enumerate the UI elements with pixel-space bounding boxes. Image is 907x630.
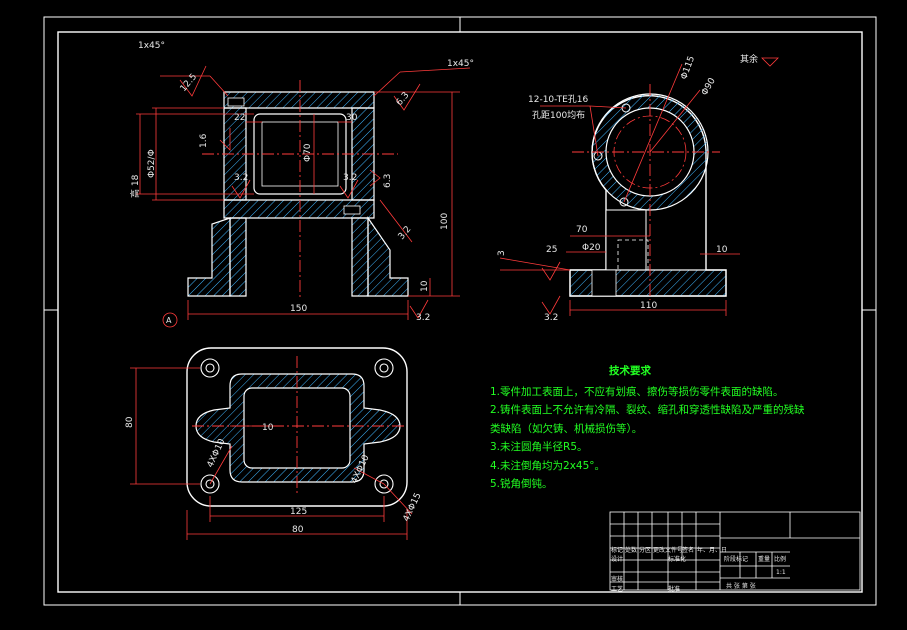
- front-bottom-wall: [223, 199, 375, 219]
- note-item-6: 5.锐角倒钝。: [490, 478, 553, 490]
- side-roughness: 3.2: [544, 313, 558, 323]
- tb-sheets: 共 张 第 张: [726, 583, 756, 590]
- tb-date: 年、月、日: [697, 547, 728, 554]
- dim-height-left: 高 18: [129, 174, 141, 198]
- dim-phi-outer: Φ115: [679, 55, 697, 81]
- side-note-1: 12-10-TE孔16: [528, 94, 588, 105]
- title-block-lines: [609, 511, 861, 591]
- dim-top-right-30: 30: [346, 113, 358, 123]
- inner-frame: [57, 31, 863, 593]
- tb-standard: 标准化: [668, 556, 687, 563]
- front-view: 150 100 10 22 30 Φ70 Φ52/Φ 高 18 1x45° 1x…: [129, 41, 474, 328]
- dim-110: 110: [640, 301, 657, 311]
- top-view: 80 10 4XΦ10 4XΦ10 4XΦ15 125 80: [125, 347, 424, 540]
- tb-zone: 分区: [639, 547, 652, 554]
- front-left-rib: [229, 217, 247, 297]
- dim-25: 25: [546, 245, 557, 255]
- technical-requirements: 技术要求 1.零件加工表面上，不应有划痕、擦伤等损伤零件表面的缺陷。 2.铸件表…: [490, 362, 805, 494]
- tb-designer: 设计: [611, 556, 624, 563]
- roughness-1-6: 1.6: [199, 133, 209, 148]
- roughness-3-2-d: 3.2: [416, 313, 430, 323]
- roughness-12-5: 12.5: [179, 72, 200, 94]
- dim-phi-left: Φ52/Φ: [147, 149, 157, 178]
- notes-title: 技术要求: [609, 365, 651, 377]
- tb-change-doc: 更改文件号: [653, 547, 684, 554]
- chamfer-right: 1x45°: [447, 59, 474, 69]
- remaining-label: 其余: [740, 53, 758, 65]
- dim-phi-20: Φ20: [582, 243, 601, 253]
- note-item-3: 类缺陷（如欠铸、机械损伤等）。: [490, 422, 643, 435]
- note-item-4: 3.未注圆角半径R5。: [490, 441, 588, 453]
- dim-base-10: 10: [420, 280, 430, 292]
- top-plate: [186, 347, 408, 507]
- side-view: 12-10-TE孔16 孔距100均布 Φ115 Φ90 70 Φ20 25 1…: [497, 53, 779, 323]
- section-mark: A: [166, 316, 172, 325]
- tb-mark: 标记: [611, 547, 624, 554]
- top-dim-80-vertical: 80: [125, 416, 135, 428]
- top-dim-125: 125: [290, 507, 307, 517]
- top-dim-hole-bottom: 4XΦ15: [402, 491, 424, 523]
- dim-bore: Φ70: [303, 143, 313, 162]
- roughness-3-2-a: 3.2: [234, 173, 248, 183]
- top-dim-hole-left: 4XΦ10: [206, 437, 228, 469]
- roughness-3-2-c: 3.2: [397, 225, 414, 242]
- roughness-6-3-right: 6.3: [383, 174, 393, 188]
- dim-width-150: 150: [290, 304, 307, 314]
- dim-70: 70: [576, 225, 588, 235]
- tb-process: 工艺: [611, 586, 624, 593]
- frame-ticks: [44, 17, 876, 605]
- side-note-2: 孔距100均布: [532, 109, 585, 121]
- title-block: 标记 处数 分区 更改文件号 签名 年、月、日 设计 标准化 审核 工艺 批准 …: [610, 512, 860, 593]
- tb-approve: 批准: [668, 586, 681, 593]
- dim-phi-inner: Φ90: [700, 76, 718, 97]
- front-top-wall: [223, 91, 375, 109]
- roughness-3-2-b: 3.2: [343, 173, 357, 183]
- side-hole-3: [619, 197, 629, 207]
- top-dim-10: 10: [262, 423, 274, 433]
- note-item-2: 2.铸件表面上不允许有冷隔、裂纹、缩孔和穿透性缺陷及严重的残缺: [490, 404, 805, 416]
- tb-review: 审核: [611, 576, 624, 583]
- note-item-5: 4.未注倒角均为2x45°。: [490, 459, 606, 472]
- tb-scale-value: 1:1: [776, 569, 786, 576]
- tb-count: 处数: [625, 547, 638, 554]
- dim-top-left-22: 22: [234, 113, 245, 123]
- tb-sign: 签名: [682, 547, 695, 554]
- chamfer-left: 1x45°: [138, 41, 165, 51]
- dim-3: 3: [497, 250, 507, 256]
- front-right-rib: [351, 217, 369, 297]
- front-left-foot: [187, 217, 231, 297]
- note-item-1: 1.零件加工表面上，不应有划痕、擦伤等损伤零件表面的缺陷。: [490, 385, 784, 398]
- dim-10: 10: [716, 245, 728, 255]
- tb-stage: 阶段标记: [724, 556, 749, 563]
- top-dim-80-horizontal: 80: [292, 525, 304, 535]
- dim-height-100: 100: [440, 213, 450, 230]
- roughness-6-3-top: 6.3: [395, 91, 412, 108]
- tb-weight: 重量: [758, 556, 771, 563]
- tb-scale: 比例: [774, 556, 787, 563]
- front-right-foot: [367, 216, 409, 297]
